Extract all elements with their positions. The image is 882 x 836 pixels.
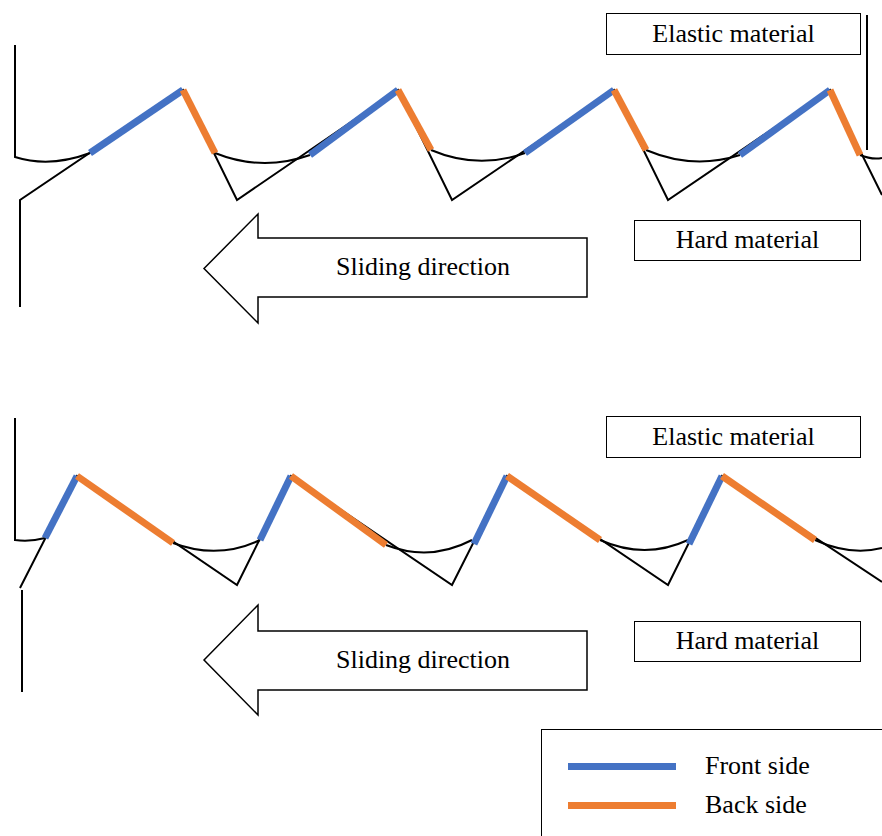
back-side <box>77 476 173 543</box>
front-side <box>525 90 614 153</box>
elastic-surface <box>15 418 45 541</box>
label-box: Hard material <box>634 621 861 662</box>
direction-arrow: Sliding direction <box>203 213 588 324</box>
elastic-edge <box>866 15 868 150</box>
back-side <box>722 476 815 540</box>
legend-row: Front side <box>568 752 810 781</box>
legend-label: Back side <box>705 791 807 820</box>
hard-edge <box>21 590 23 692</box>
contact-top <box>90 90 860 155</box>
contact-bottom <box>45 476 815 545</box>
direction-arrow: Sliding direction <box>203 604 588 716</box>
back-side <box>183 90 215 153</box>
hard-surface <box>20 90 882 307</box>
material-label: Elastic material <box>652 20 814 49</box>
front-side <box>310 90 398 155</box>
surfaces-bottom <box>15 418 882 692</box>
label-box: Elastic material <box>606 13 861 55</box>
legend-swatch <box>568 802 676 809</box>
arrow-outline-path <box>204 605 587 715</box>
back-side <box>830 90 860 155</box>
label-box: Elastic material <box>606 416 861 458</box>
front-side <box>474 476 507 544</box>
material-label: Hard material <box>676 226 820 255</box>
front-side <box>90 90 183 153</box>
elastic-surface <box>386 540 472 552</box>
material-label: Hard material <box>676 627 820 656</box>
legend-label: Front side <box>705 752 810 781</box>
front-side <box>689 476 722 544</box>
back-side <box>507 476 600 540</box>
surfaces-top <box>15 15 882 307</box>
direction-label: Sliding direction <box>336 646 510 675</box>
back-side <box>398 90 431 150</box>
legend-row: Back side <box>568 791 807 820</box>
back-side <box>291 476 386 545</box>
front-side <box>740 90 830 155</box>
hard-surface <box>20 476 882 588</box>
front-side <box>45 476 77 538</box>
elastic-surface <box>215 153 310 163</box>
legend-swatch <box>568 763 676 770</box>
material-label: Elastic material <box>652 423 814 452</box>
arrow-outline-path <box>204 214 587 323</box>
legend-box: Front sideBack side <box>541 729 882 836</box>
direction-label: Sliding direction <box>336 253 510 282</box>
back-side <box>614 90 646 150</box>
elastic-surface <box>15 45 90 162</box>
label-box: Hard material <box>634 220 861 261</box>
front-side <box>260 476 291 540</box>
